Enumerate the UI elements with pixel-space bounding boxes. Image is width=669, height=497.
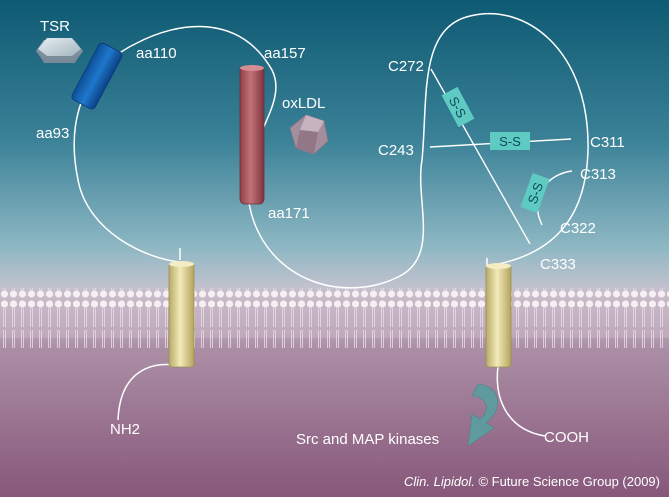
label-aa157: aa157 (264, 45, 306, 62)
membrane-bilayer (0, 288, 669, 348)
credit-line: Clin. Lipidol. © Future Science Group (2… (404, 474, 660, 489)
label-nh2: NH2 (110, 421, 140, 438)
label-aa171: aa171 (268, 205, 310, 222)
disulfide-bond-1: S-S (441, 86, 475, 128)
label-c322: C322 (560, 220, 596, 237)
label-c272: C272 (388, 58, 424, 75)
label-aa110: aa110 (136, 45, 177, 62)
label-cooh: COOH (544, 429, 589, 446)
hexagonal-prism-icon (36, 38, 83, 63)
hexagon-particle-icon (289, 114, 329, 155)
label-oxldl: oxLDL (282, 95, 325, 112)
label-c311: C311 (590, 134, 625, 151)
label-src-map-kinases: Src and MAP kinases (296, 431, 439, 448)
label-c333: C333 (540, 256, 576, 273)
label-c243: C243 (378, 142, 414, 159)
label-tsr: TSR (40, 18, 70, 35)
transmembrane-segment-right (485, 263, 512, 368)
svg-text:S-S: S-S (499, 134, 521, 149)
helix-aa157-aa171 (239, 65, 265, 205)
credit-rest: © Future Science Group (2009) (475, 474, 660, 489)
credit-journal: Clin. Lipidol. (404, 474, 475, 489)
helix-aa93-aa110 (71, 42, 123, 110)
transmembrane-segment-left (168, 261, 195, 368)
disulfide-bond-3: S-S (520, 173, 550, 213)
label-c313: C313 (580, 166, 616, 183)
label-aa93: aa93 (36, 125, 69, 142)
svg-text:S-S: S-S (525, 180, 547, 206)
disulfide-bond-2: S-S (490, 132, 530, 150)
